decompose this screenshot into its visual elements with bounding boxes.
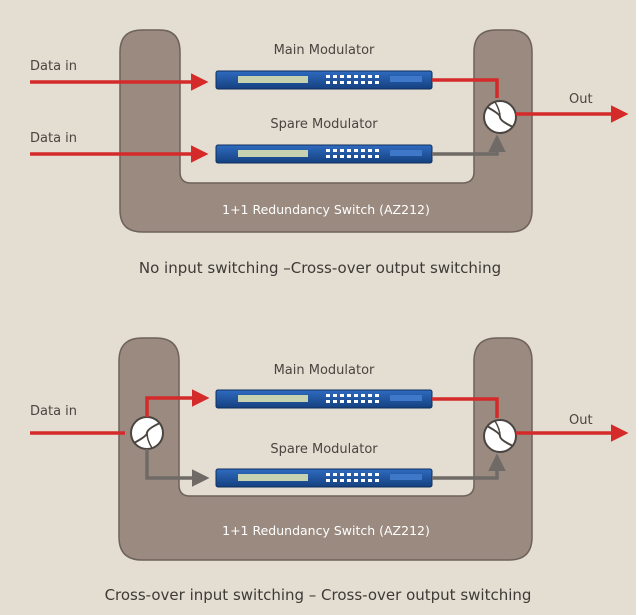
top-caption: No input switching –Cross-over output sw… (139, 259, 501, 277)
crossover-switch-icon (483, 100, 517, 134)
top-main-to-switch (432, 78, 499, 98)
bottom-output-label: Out (569, 413, 593, 428)
bottom-switch-body (118, 337, 533, 561)
bottom-main-modulator-label: Main Modulator (274, 363, 375, 378)
crossover-switch-icon (130, 416, 164, 450)
bottom-main-modulator (215, 389, 433, 409)
bottom-switch-to-spare (145, 449, 210, 487)
bottom-input-label: Data in (30, 404, 77, 419)
top-switch-body (119, 29, 533, 233)
top-spare-modulator (215, 144, 433, 164)
bottom-main-to-switch (432, 397, 499, 418)
top-main-modulator (215, 70, 433, 90)
bottom-spare-modulator-label: Spare Modulator (270, 442, 378, 457)
top-output-label: Out (569, 92, 593, 107)
top-spare-modulator-label: Spare Modulator (270, 117, 378, 132)
top-input-2-label: Data in (30, 131, 77, 146)
top-spare-to-switch (432, 134, 506, 156)
top-main-modulator-label: Main Modulator (274, 43, 375, 58)
bottom-caption: Cross-over input switching – Cross-over … (105, 586, 532, 604)
bottom-diagram: Data in Main Modulator Spare Modulator O… (30, 337, 629, 604)
bottom-spare-modulator (215, 468, 433, 488)
bottom-switch-label: 1+1 Redundancy Switch (AZ212) (222, 523, 430, 538)
top-diagram: Data in Data in Main Modulator Spare Mod… (30, 29, 629, 277)
crossover-switch-icon (483, 419, 517, 453)
bottom-spare-to-switch (432, 453, 506, 480)
bottom-switch-to-main (145, 389, 210, 417)
top-input-1-label: Data in (30, 59, 77, 74)
top-switch-label: 1+1 Redundancy Switch (AZ212) (222, 202, 430, 217)
